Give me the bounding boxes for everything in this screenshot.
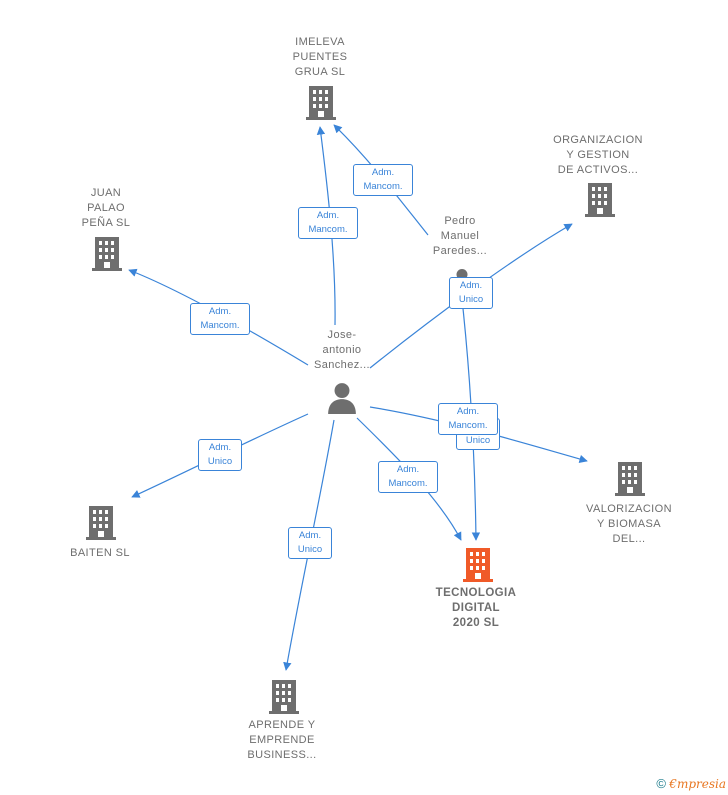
node-label: TECNOLOGIA DIGITAL 2020 SL: [435, 587, 517, 629]
copyright-icon: ©: [656, 776, 666, 791]
node-jose[interactable]: Jose- antonio Sanchez...: [300, 328, 384, 373]
role-label-jose-juan[interactable]: Adm. Mancom.: [190, 303, 250, 335]
building-icon-focus[interactable]: [463, 548, 493, 582]
role-label-jose-aprende[interactable]: Adm. Unico: [288, 527, 332, 559]
brand-logo: mpresia: [676, 777, 726, 791]
role-label-jose-tecnologia[interactable]: Adm. Mancom.: [378, 461, 438, 493]
node-juan-palao[interactable]: JUAN PALAO PEÑA SL: [60, 186, 152, 231]
node-tecnologia[interactable]: TECNOLOGIA DIGITAL 2020 SL: [420, 586, 532, 631]
node-label: IMELEVA PUENTES GRUA SL: [292, 36, 348, 78]
node-baiten[interactable]: BAITEN SL: [50, 546, 150, 561]
building-icon[interactable]: [92, 237, 122, 271]
brand-logo-initial: €: [669, 777, 677, 791]
role-label-jose-valorizacion[interactable]: Adm. Mancom.: [438, 403, 498, 435]
building-icon[interactable]: [306, 86, 336, 120]
node-label: JUAN PALAO PEÑA SL: [81, 187, 131, 229]
node-valorizacion[interactable]: VALORIZACION Y BIOMASA DEL...: [574, 502, 684, 547]
node-aprende[interactable]: APRENDE Y EMPRENDE BUSINESS...: [232, 718, 332, 763]
role-label-jose-baiten[interactable]: Adm. Unico: [198, 439, 242, 471]
role-label-pedro-organizacion[interactable]: Adm. Unico: [449, 277, 493, 309]
node-organizacion[interactable]: ORGANIZACION Y GESTION DE ACTIVOS...: [540, 133, 656, 178]
building-icon[interactable]: [615, 462, 645, 496]
node-label: VALORIZACION Y BIOMASA DEL...: [586, 503, 672, 545]
node-pedro[interactable]: Pedro Manuel Paredes...: [416, 214, 504, 259]
node-label: BAITEN SL: [70, 547, 130, 559]
building-icon[interactable]: [86, 506, 116, 540]
person-icon[interactable]: [327, 382, 357, 414]
role-label-pedro-imeleva[interactable]: Adm. Mancom.: [353, 164, 413, 196]
node-label: Pedro Manuel Paredes...: [432, 215, 488, 257]
building-icon[interactable]: [585, 183, 615, 217]
node-label: APRENDE Y EMPRENDE BUSINESS...: [247, 719, 317, 761]
brand-footer: © €mpresia: [656, 776, 726, 791]
node-imeleva[interactable]: IMELEVA PUENTES GRUA SL: [268, 35, 372, 80]
node-label: ORGANIZACION Y GESTION DE ACTIVOS...: [553, 134, 643, 176]
building-icon[interactable]: [269, 680, 299, 714]
role-label-jose-imeleva[interactable]: Adm. Mancom.: [298, 207, 358, 239]
node-label: Jose- antonio Sanchez...: [314, 329, 370, 371]
